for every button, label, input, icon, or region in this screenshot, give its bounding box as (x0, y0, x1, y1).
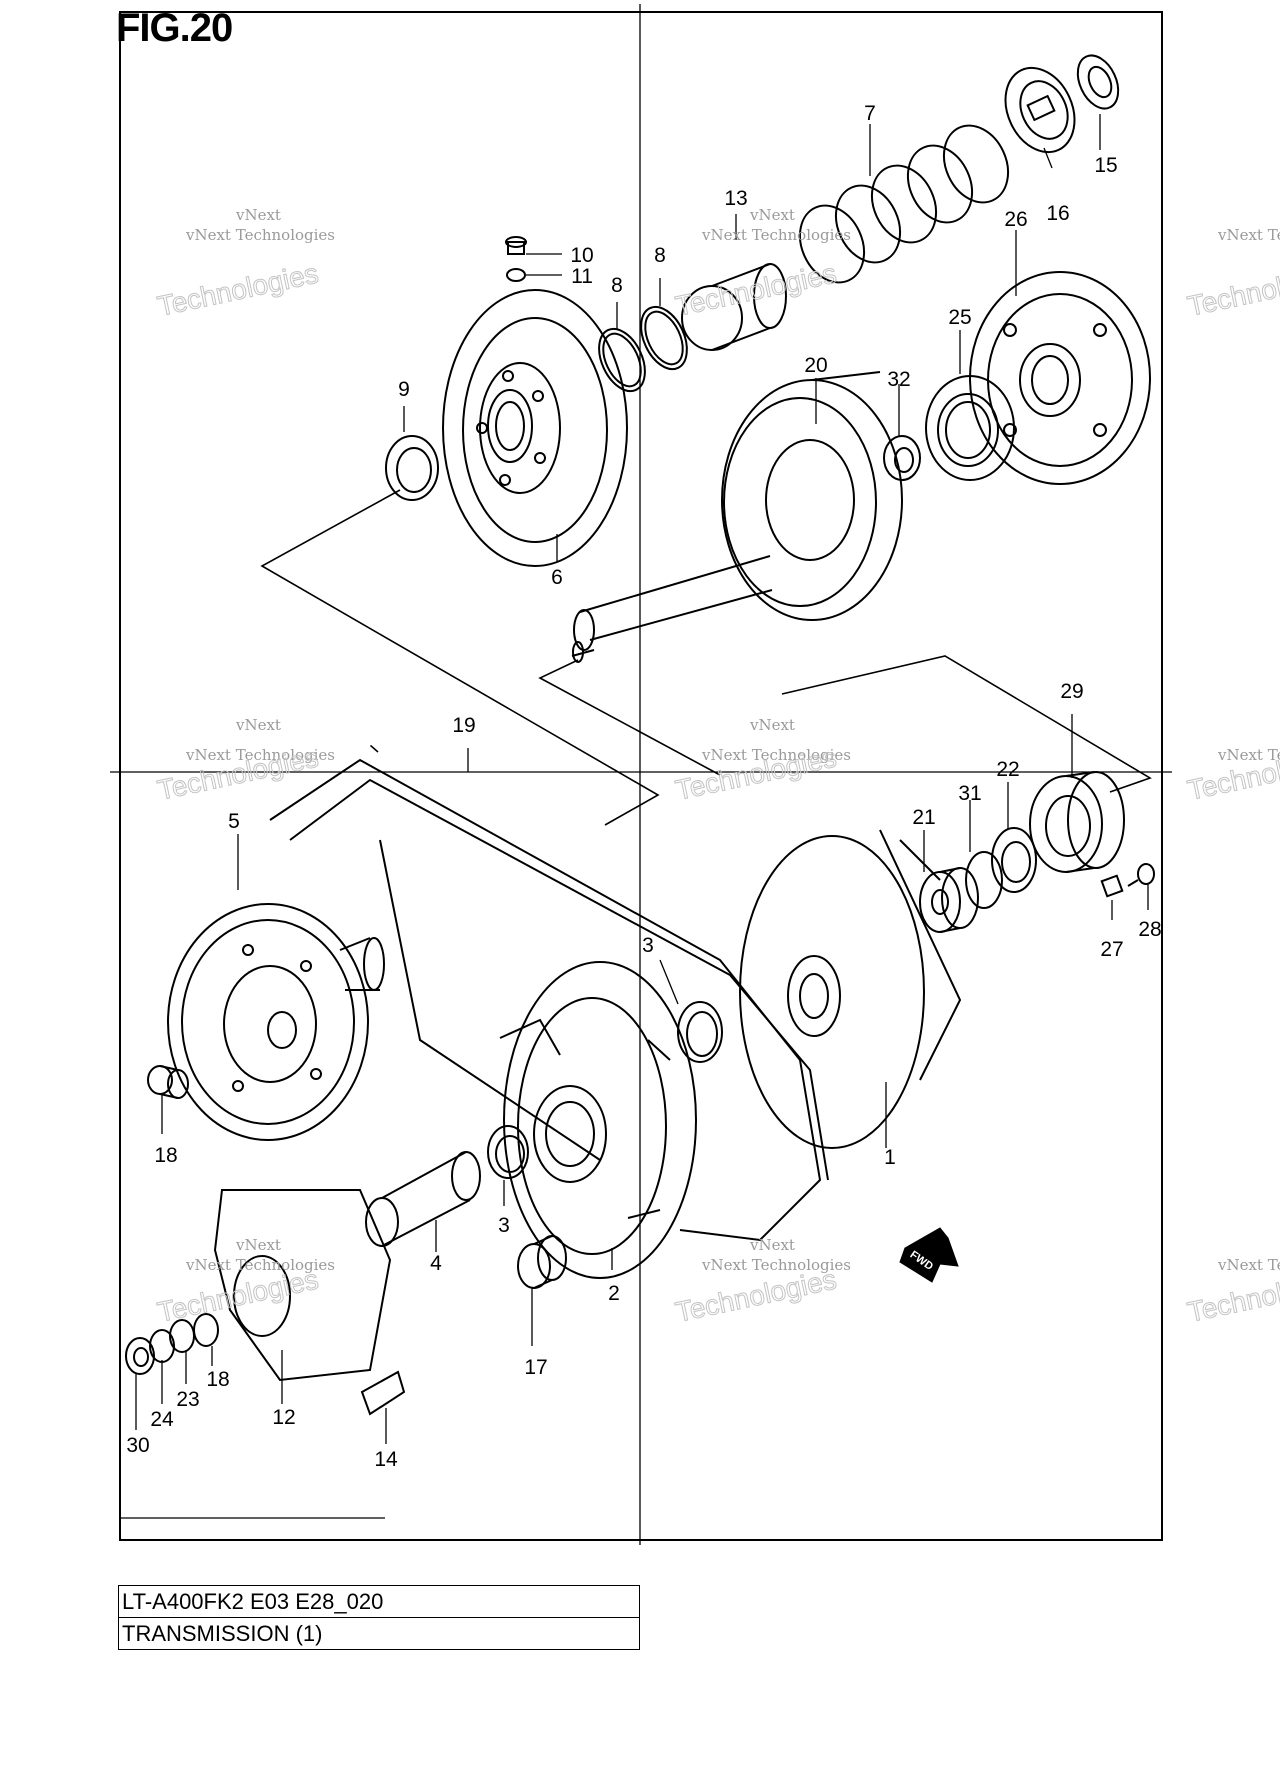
o-ring-part-31 (965, 851, 1003, 909)
watermark-short: Technologies (155, 258, 321, 322)
washer-part-11 (506, 268, 562, 282)
part-number-13: 13 (724, 187, 747, 210)
bearing-part-29 (1029, 771, 1125, 873)
watermark-company: vNext Technologies (185, 1256, 335, 1274)
watermark-company: vNext Technologies (185, 746, 335, 764)
part-number-11: 11 (571, 265, 593, 288)
part-number-2: 2 (608, 1282, 620, 1305)
part-number-12: 12 (272, 1406, 295, 1429)
bushing-part-18 (147, 1065, 219, 1347)
drive-face-part-5 (167, 903, 385, 1141)
bearing-part-21 (919, 867, 979, 933)
figure-caption-table: LT-A400FK2 E03 E28_020 TRANSMISSION (1) (118, 1585, 640, 1650)
sleeve-part-4 (365, 1151, 481, 1247)
watermark-company: vNext Technologies (701, 1256, 851, 1274)
spring-part-7 (798, 124, 1010, 284)
bolt-part-28 (1127, 863, 1155, 887)
watermark-company: vNext Technologies (701, 226, 851, 244)
watermark-company: vNext Technologies (701, 746, 851, 764)
part-number-23: 23 (176, 1388, 199, 1411)
watermark-company: vNext Technologies (1217, 746, 1280, 764)
slide-piece-part-14 (360, 1370, 406, 1416)
part-number-9: 9 (398, 378, 410, 401)
part-number-8: 8 (654, 244, 666, 267)
oil-seal-part-3 (487, 1001, 723, 1179)
driven-face-part-6 (442, 289, 628, 567)
caption-row-section: TRANSMISSION (1) (118, 1617, 640, 1650)
washer-part-23 (169, 1319, 195, 1353)
part-number-19: 19 (452, 714, 475, 737)
part-number-15: 15 (1094, 154, 1117, 177)
part-number-7: 7 (864, 102, 876, 125)
watermark-top: vNext (749, 206, 795, 224)
part-number-25: 25 (948, 306, 971, 329)
one-way-clutch-part-25 (925, 375, 1015, 481)
part-number-5: 5 (228, 810, 240, 833)
pin-part-10 (505, 236, 562, 255)
part-number-6: 6 (551, 566, 563, 589)
clutch-shoe-part-26 (969, 271, 1151, 485)
watermark-top: vNext (749, 716, 795, 734)
bearing-part-17 (517, 1235, 567, 1289)
shaft-housing-part-20 (571, 371, 903, 663)
part-number-24: 24 (150, 1408, 174, 1431)
v-belt-part-19 (269, 758, 829, 1242)
part-number-27: 27 (1100, 938, 1123, 961)
washer-part-27 (1100, 874, 1124, 898)
part-number-18: 18 (206, 1368, 229, 1391)
section-title: TRANSMISSION (1) (118, 1617, 640, 1650)
part-number-3: 3 (642, 934, 654, 957)
part-number-1: 1 (884, 1146, 896, 1169)
part-number-14: 14 (374, 1448, 398, 1471)
part-number-10: 10 (570, 244, 593, 267)
part-number-29: 29 (1060, 680, 1083, 703)
nut-part-15 (1076, 54, 1120, 110)
watermark-top: vNext (235, 206, 281, 224)
watermark-top: vNext (749, 1236, 795, 1254)
part-number-3: 3 (498, 1214, 510, 1237)
part-number-17: 17 (524, 1356, 547, 1379)
part-number-20: 20 (804, 354, 827, 377)
spacer-part-13 (681, 263, 787, 351)
figure-title: FIG.20 (116, 6, 233, 50)
part-number-4: 4 (430, 1252, 442, 1275)
part-number-32: 32 (887, 368, 910, 391)
nut-part-32 (883, 435, 921, 481)
watermark-company: vNext Technologies (1217, 1256, 1280, 1274)
watermark-top: vNext (235, 716, 281, 734)
part-number-8: 8 (611, 274, 623, 297)
part-number-22: 22 (996, 758, 1019, 781)
part-number-31: 31 (958, 782, 981, 805)
watermark: vNext vNext Technologies Technologies vN… (154, 206, 1280, 1328)
watermark-top: vNext (235, 1236, 281, 1254)
model-code: LT-A400FK2 E03 E28_020 (118, 1585, 640, 1618)
watermark-company: vNext Technologies (185, 226, 335, 244)
part-number-21: 21 (912, 806, 935, 829)
forward-arrow-icon: FWD (899, 1227, 959, 1283)
part-number-26: 26 (1004, 208, 1027, 231)
oil-seal-part-22 (991, 827, 1037, 893)
diagram-frame (110, 4, 1172, 1545)
cover-part-12 (213, 1189, 392, 1382)
o-ring-part-8 (598, 305, 688, 393)
fixed-drive-face-part-2 (499, 961, 697, 1279)
part-callouts: 6 9 10 11 8 8 13 7 16 15 26 25 32 20 29 … (126, 102, 1161, 1471)
plate-part-16 (1004, 66, 1076, 154)
oil-seal-part-9 (385, 435, 439, 501)
nut-part-30 (125, 1337, 155, 1375)
part-number-18: 18 (154, 1144, 177, 1167)
watermark-short: Technologies (1185, 258, 1280, 322)
leader-lines (135, 114, 1149, 1444)
part-number-16: 16 (1046, 202, 1069, 225)
caption-row-model: LT-A400FK2 E03 E28_020 (118, 1585, 640, 1618)
part-number-30: 30 (126, 1434, 149, 1457)
assembly-bracket-lines (260, 489, 1152, 826)
part-number-28: 28 (1138, 918, 1161, 941)
watermark-company: vNext Technologies (1217, 226, 1280, 244)
